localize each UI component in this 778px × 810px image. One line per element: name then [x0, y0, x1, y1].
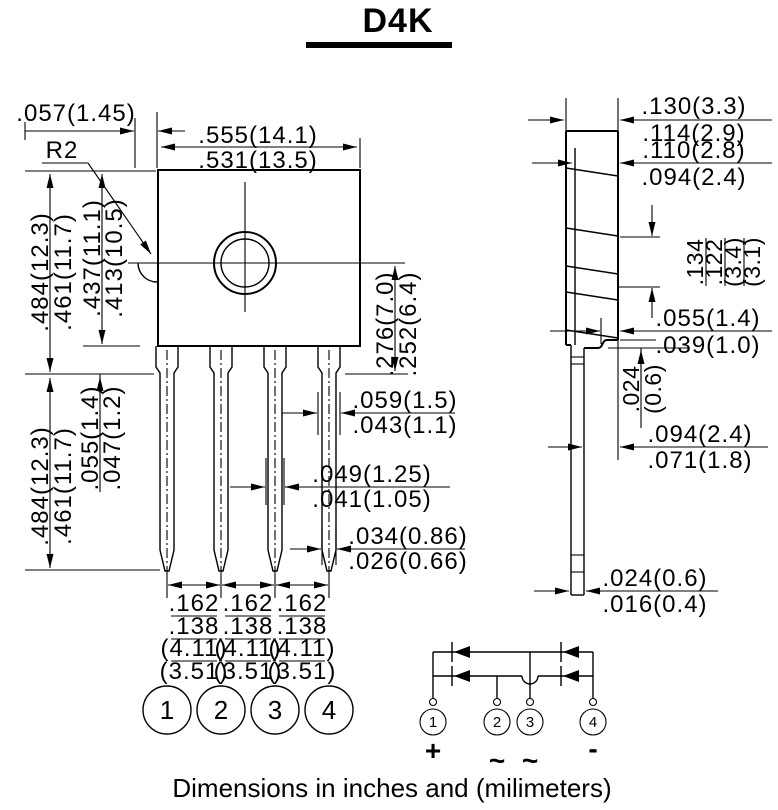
dim-offset-label: .057(1.45) — [16, 100, 135, 127]
schematic: 1 2 3 4 + ~ ~ - — [419, 642, 607, 776]
front-dim-hole: .276(7.0) .252(6.4) — [345, 266, 422, 377]
dim-shoulder-min: .047(1.2) — [99, 385, 126, 490]
pin-number-row: 1 2 3 4 — [142, 685, 354, 735]
dim-side-topw-max: .130(3.3) — [641, 93, 746, 120]
dim-offset-min: .071(1.8) — [647, 447, 752, 474]
dim-h-body-min: .413(10.5) — [101, 198, 128, 317]
dim-step-mm-max: (3.4) — [720, 237, 746, 287]
dim-lead-w2-max: .049(1.25) — [312, 461, 431, 488]
schematic-pin-3: 3 — [526, 714, 534, 731]
schematic-pin-4: 4 — [589, 714, 597, 731]
dim-thick-max: .024(0.6) — [602, 565, 707, 592]
pitch3-in-max: .162 — [277, 590, 328, 617]
minus-symbol: - — [588, 733, 597, 764]
front-dim-top: .057(1.45) R2 .555(14.1) .531(13.5) — [16, 100, 361, 255]
pitch1-in-max: .162 — [169, 590, 220, 617]
schematic-pin-3-circle — [516, 708, 544, 736]
title-block: D4K — [306, 2, 452, 48]
terminal-dot-4 — [588, 697, 598, 707]
dim-h-outer-min: .461(11.7) — [50, 213, 77, 331]
pitch2-in-max: .162 — [223, 590, 274, 617]
pin-3-circle — [250, 685, 300, 735]
pin-4-number: 4 — [322, 695, 336, 725]
pitch1-in-min: .138 — [169, 613, 220, 640]
dim-step-mm-min: (3.1) — [739, 237, 765, 287]
diode-symbol-top-right — [560, 642, 579, 662]
dim-notch-max: .055(1.4) — [655, 305, 760, 332]
pitch2-in-min: .138 — [223, 613, 274, 640]
schematic-pin-1-circle — [419, 708, 447, 736]
dim-lead-w3-min: .026(0.66) — [348, 548, 467, 575]
pin-3-number: 3 — [268, 695, 282, 725]
pitch2-mm-max: (4.11) — [215, 635, 282, 662]
schematic-pin-4-circle — [579, 708, 607, 736]
plus-symbol: + — [425, 735, 441, 766]
dim-width-max: .555(14.1) — [198, 122, 317, 149]
title-underline — [306, 42, 452, 48]
diode-symbol-bottom-right — [560, 666, 579, 686]
schematic-pin-2: 2 — [493, 714, 501, 731]
dim-hole-pos-min: .252(6.4) — [395, 271, 422, 376]
side-body-notch — [584, 339, 618, 349]
terminal-dot-3 — [525, 697, 535, 707]
side-dims: .130(3.3) .114(2.9) .110(2.8) .094(2.4) … — [528, 93, 772, 618]
schematic-pin-2-circle — [483, 708, 511, 736]
dim-lead-w1-min: .043(1.1) — [352, 412, 457, 439]
dim-lead-w2-min: .041(1.05) — [312, 486, 431, 513]
dim-lead-w1-max: .059(1.5) — [352, 387, 457, 414]
pin-1-number: 1 — [160, 695, 174, 725]
mounting-hole-inner — [220, 238, 270, 288]
dim-ledge-in: .024 — [618, 366, 644, 413]
package-body — [157, 169, 361, 347]
page-title: D4K — [362, 2, 433, 40]
mounting-hole-outer — [213, 231, 277, 295]
dim-step-in-min: .122 — [701, 239, 727, 286]
front-dim-left: .484(12.3) .461(11.7) .437(11.1) .413(10… — [25, 170, 160, 571]
dim-hole-pos-max: .276(7.0) — [372, 271, 399, 376]
dim-lead-len-min: .461(11.7) — [50, 427, 77, 545]
pin-2-circle — [196, 685, 246, 735]
ac-symbol-1: ~ — [489, 745, 505, 776]
dim-h-body-max: .437(11.1) — [79, 199, 106, 317]
ac-symbol-2: ~ — [522, 745, 538, 776]
terminal-dot-2 — [492, 697, 502, 707]
pin-1-circle — [142, 685, 192, 735]
schematic-pin-1: 1 — [429, 714, 437, 731]
dim-lead-len-max: .484(12.3) — [27, 426, 54, 545]
pitch3-in-min: .138 — [277, 613, 328, 640]
dim-lead-w3-max: .034(0.86) — [348, 523, 467, 550]
side-view — [565, 98, 619, 596]
pitch3-mm-min: (3.51) — [268, 658, 337, 685]
dim-h-outer-max: .484(12.3) — [27, 212, 54, 331]
diode-symbol-bottom-left — [451, 666, 470, 686]
dim-side-midw-min: .094(2.4) — [641, 164, 746, 191]
radius-label: R2 — [46, 137, 79, 164]
dim-ledge-mm: (0.6) — [640, 364, 666, 414]
diode-symbol-top-left — [451, 642, 470, 662]
pitch3-mm-max: (4.11) — [269, 635, 336, 662]
pin-4-circle — [304, 685, 354, 735]
dim-offset-max: .094(2.4) — [647, 421, 752, 448]
dim-notch-min: .039(1.0) — [655, 332, 760, 359]
dim-shoulder-max: .055(1.4) — [77, 385, 104, 490]
dim-thick-min: .016(0.4) — [602, 591, 707, 618]
front-leads — [155, 346, 341, 577]
dim-width-min: .531(13.5) — [198, 147, 317, 174]
dim-step-in-max: .134 — [682, 239, 708, 286]
drawing-caption: Dimensions in inches and (milimeters) — [172, 773, 611, 803]
pin-2-number: 2 — [214, 695, 228, 725]
dim-side-topw-min: .114(2.9) — [642, 120, 745, 147]
dim-side-midw-max: .110(2.8) — [642, 137, 745, 164]
pitch1-mm-max: (4.11) — [161, 635, 228, 662]
front-dim-pitch: .162 .138 (4.11) (3.51) .162 .138 (4.11)… — [160, 576, 337, 685]
front-dim-leadwidths: .059(1.5) .043(1.1) .049(1.25) .041(1.05… — [230, 387, 467, 575]
front-view — [128, 169, 405, 347]
pitch2-mm-min: (3.51) — [214, 658, 283, 685]
terminal-dot-1 — [428, 697, 438, 707]
corner-radius-arc — [137, 262, 158, 283]
pitch1-mm-min: (3.51) — [160, 658, 229, 685]
